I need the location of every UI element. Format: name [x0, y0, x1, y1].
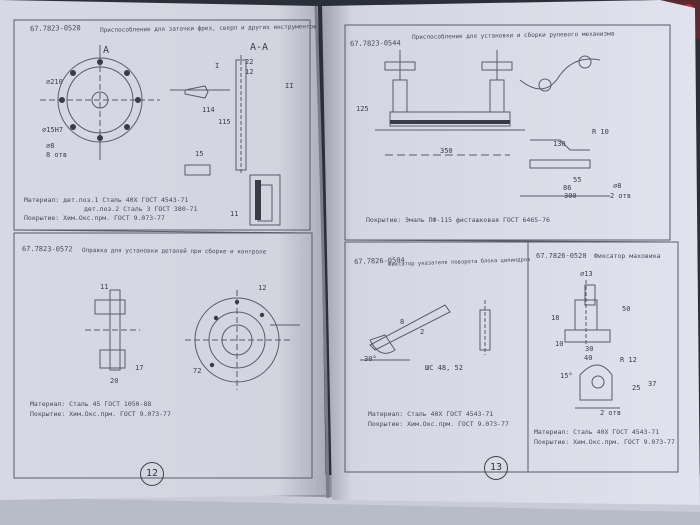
label-15deg: 15°: [560, 372, 573, 380]
label-R12: R 12: [620, 356, 637, 364]
left-section1-coating: Покрытие: Хим.Окс.прм. ГОСТ 9.073-77: [24, 214, 165, 222]
label-d15H7: ⌀15H7: [42, 126, 64, 134]
right-section3-coating: Покрытие: Хим.Окс.прм. ГОСТ 9.073-77: [534, 438, 675, 446]
label-12b: 12: [258, 284, 267, 292]
label-125: 125: [356, 105, 369, 113]
right-section3-title: Фиксатор маховика: [594, 252, 661, 260]
right-section3-code: 67.7826-0520: [536, 252, 587, 260]
label-A: A: [103, 45, 110, 56]
label-50: 50: [622, 305, 631, 313]
label-12: 12: [245, 68, 254, 76]
left-section1-code: 67.7823-0520: [30, 24, 81, 33]
label-d8b: ⌀8: [613, 182, 622, 190]
label-40: 40: [584, 354, 593, 362]
label-15: 15: [195, 150, 204, 158]
label-18: 18: [551, 314, 560, 322]
label-30r: 30: [585, 345, 594, 353]
label-11: 11: [230, 210, 239, 218]
left-page: [0, 0, 326, 500]
label-8r: 8: [400, 318, 405, 326]
left-section1-material-2: дет.поз.2 Сталь 3 ГОСТ 380-71: [84, 205, 198, 213]
label-350: 350: [440, 147, 453, 155]
right-section2-material: Материал: Сталь 40Х ГОСТ 4543-71: [368, 410, 494, 418]
label-10r: 10: [555, 340, 564, 348]
left-section2-material: Материал: Сталь 45 ГОСТ 1050-88: [30, 400, 152, 408]
label-d13: ⌀13: [580, 270, 593, 278]
label-R10: R 10: [592, 128, 609, 136]
label-72: 72: [193, 367, 202, 375]
label-115: 115: [218, 118, 231, 126]
label-2-otv-r: 2 отв: [600, 409, 622, 417]
label-20: 20: [110, 377, 119, 385]
label-130: 130: [553, 140, 566, 148]
right-section1-coating: Покрытие: Эмаль ПФ-115 фисташковая ГОСТ …: [366, 216, 550, 224]
label-22: 22: [245, 58, 254, 66]
label-8-otv: 8 отв: [46, 151, 68, 159]
label-d8: ⌀8: [46, 142, 55, 150]
right-section2-coating: Покрытие: Хим.Окс.прм. ГОСТ 9.073-77: [368, 420, 509, 428]
label-37: 37: [648, 380, 657, 388]
label-d210: ⌀210: [46, 78, 63, 86]
label-A-A: A-A: [250, 42, 269, 53]
label-300: 300: [564, 192, 577, 200]
page-number-left: 12: [140, 462, 164, 486]
right-section1-code: 67.7823-0544: [350, 39, 401, 48]
label-shs: ШС 48, 52: [425, 364, 463, 372]
left-section2-code: 67.7823-0572: [21, 245, 73, 254]
label-17: 17: [135, 364, 144, 372]
label-30deg: 30°: [364, 355, 377, 363]
left-section1-material-1: Материал: дет.поз.1 Сталь 40Х ГОСТ 4543-…: [24, 196, 189, 204]
right-section3-material: Материал: Сталь 40Х ГОСТ 4543-71: [534, 428, 660, 436]
label-114: 114: [202, 106, 215, 114]
label-2r: 2: [420, 328, 425, 336]
left-section2-coating: Покрытие: Хим.Окс.прм. ГОСТ 9.073-77: [30, 410, 171, 418]
label-11b: 11: [100, 283, 109, 291]
label-I: I: [215, 62, 220, 70]
label-2-otv: 2 отв: [610, 192, 632, 200]
label-55: 55: [573, 176, 582, 184]
label-86: 86: [563, 184, 572, 192]
label-II: II: [285, 82, 294, 90]
label-25: 25: [632, 384, 641, 392]
page-number-right: 13: [484, 456, 508, 480]
